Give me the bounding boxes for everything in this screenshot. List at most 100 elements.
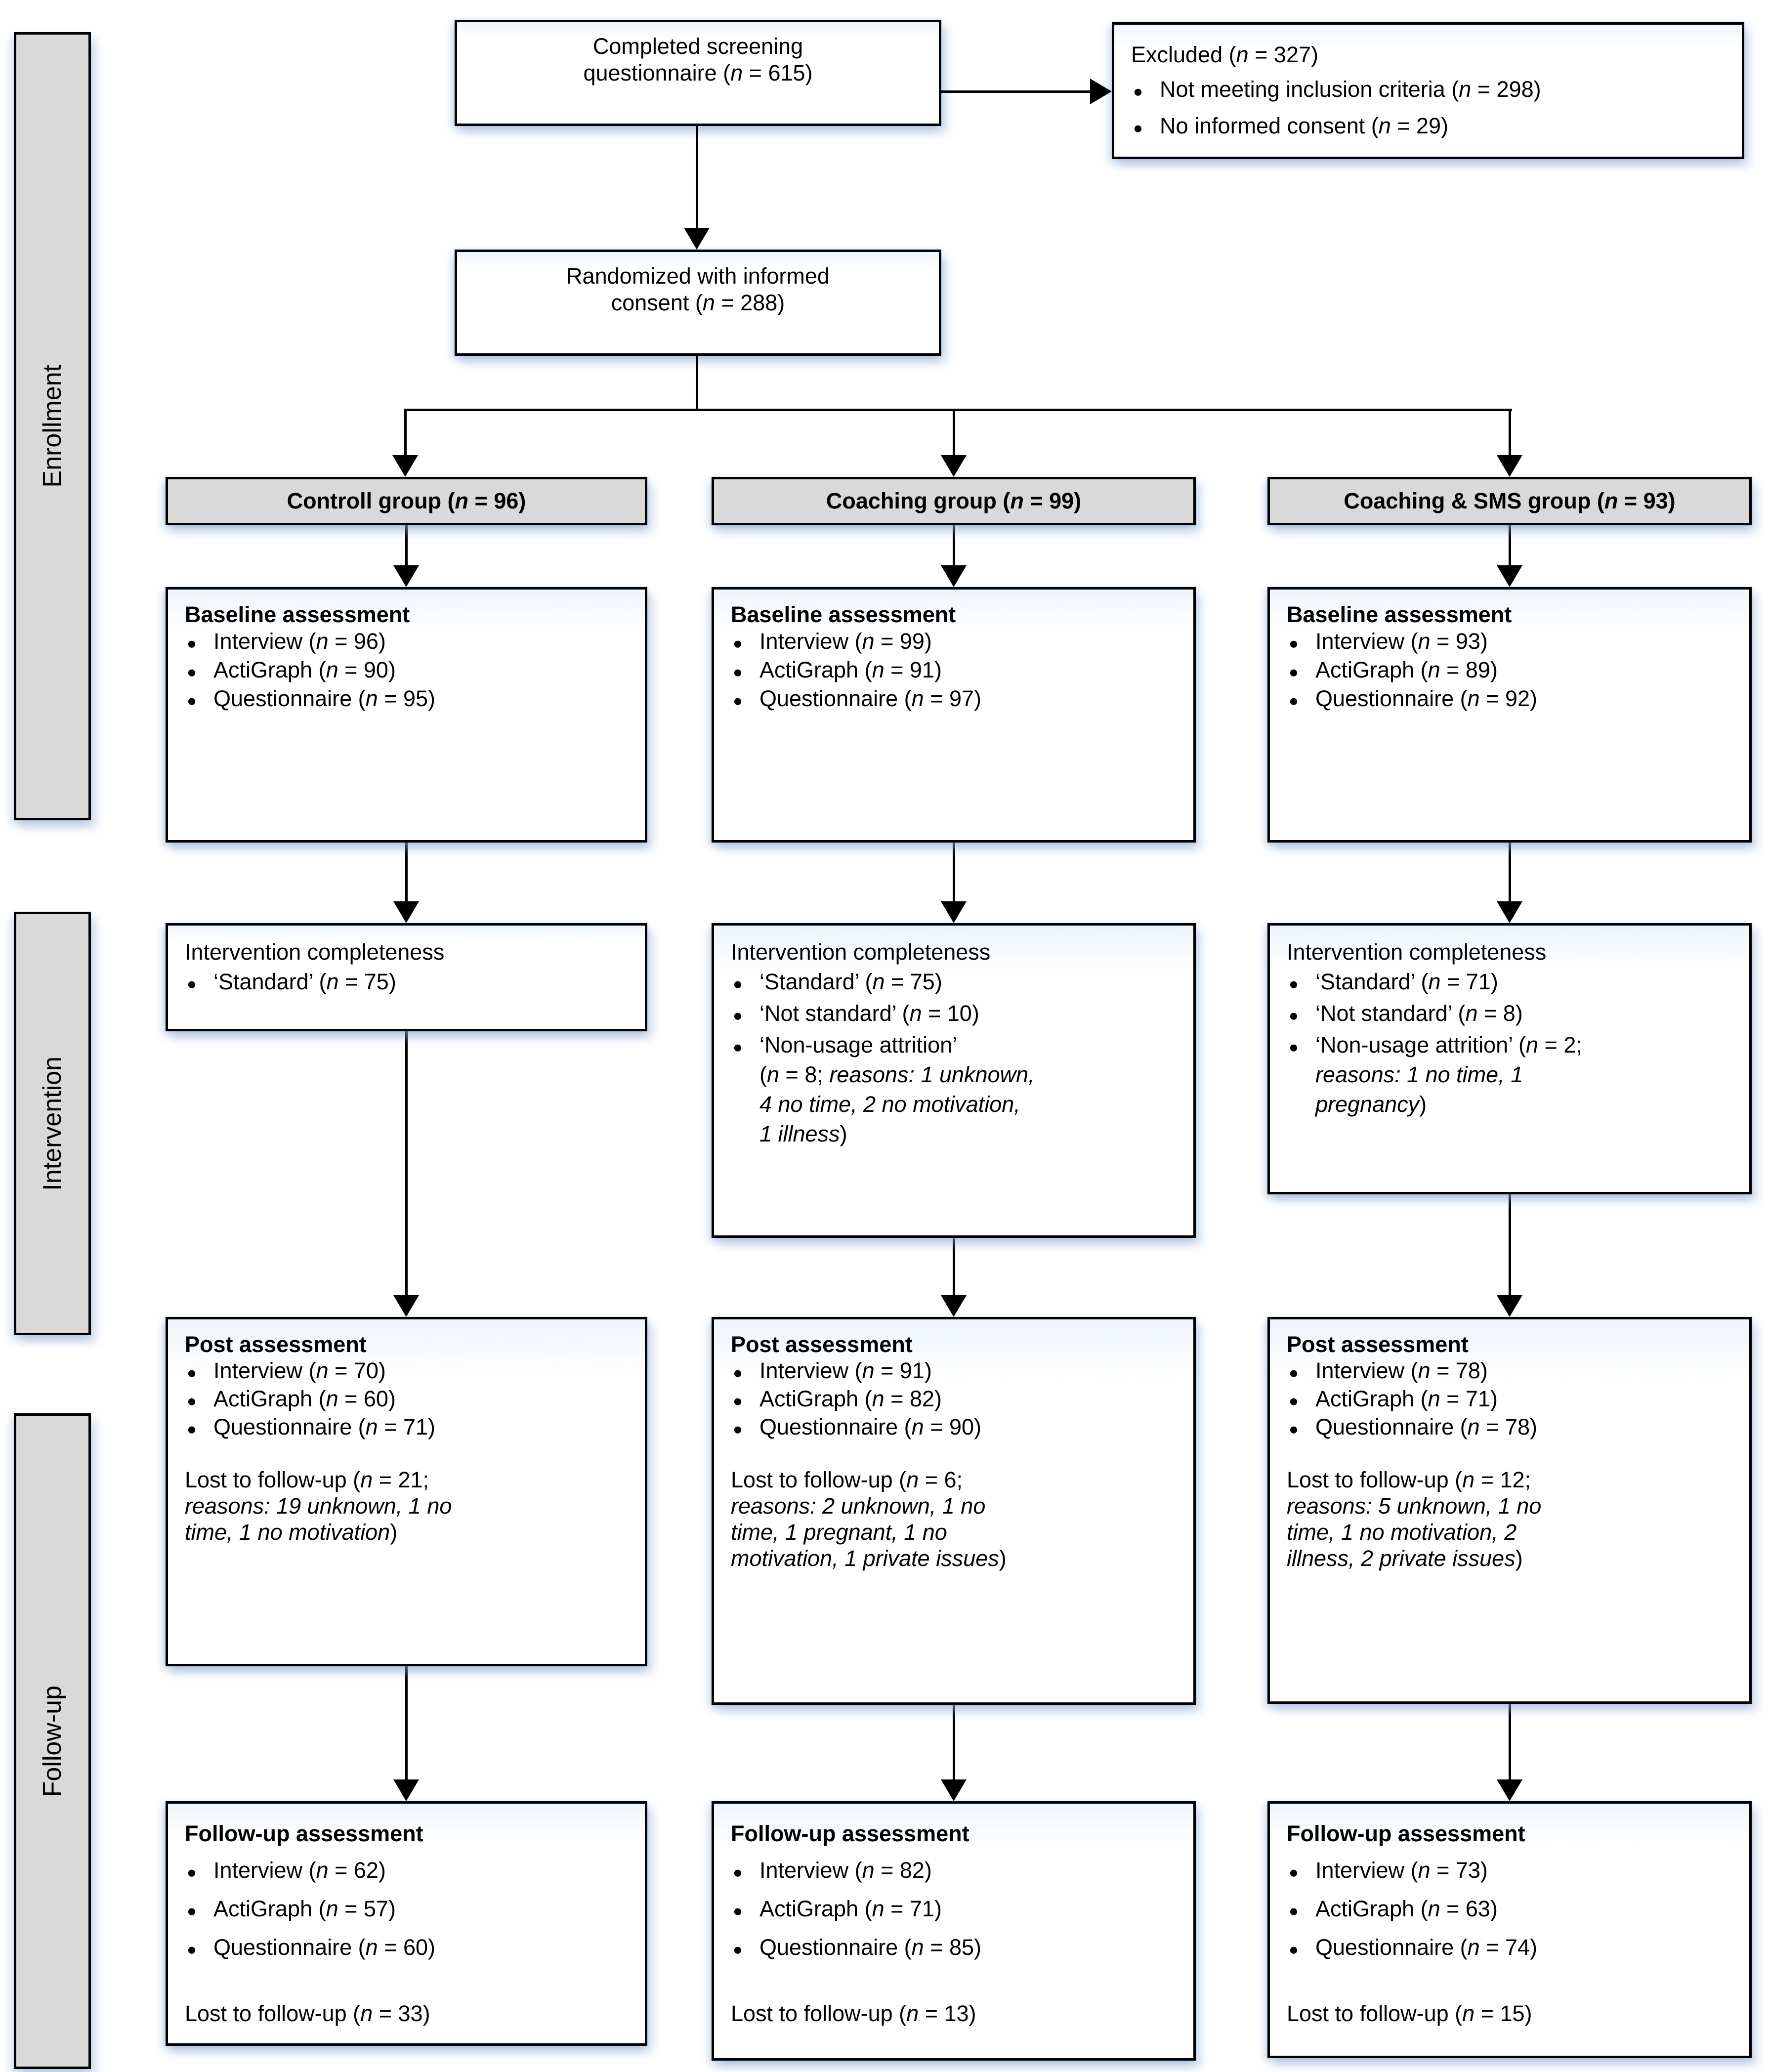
list-item: ‘Non-usage attrition’(n = 8; reasons: 1 … (731, 1030, 1179, 1149)
list-item-text: ‘Not standard’ (n = 8) (1315, 1001, 1523, 1026)
list-item-text: Questionnaire (n = 95) (213, 686, 436, 711)
arrow-intervention-to-post-head (1497, 1295, 1522, 1317)
list-item: Interview (n = 93) (1287, 628, 1734, 657)
lost-to-followup-text: Lost to follow-up (n = 12;reasons: 5 unk… (1287, 1467, 1542, 1571)
list-item: ActiGraph (n = 91) (731, 657, 1179, 685)
line-branch-horizontal (404, 409, 1512, 411)
bullet-icon (731, 999, 759, 1030)
list-item-text: ActiGraph (n = 63) (1315, 1896, 1498, 1921)
list-item: Interview (n = 73) (1287, 1852, 1734, 1891)
list-item: ‘Not standard’ (n = 10) (731, 999, 1179, 1030)
list-item: ActiGraph (n = 71) (1287, 1386, 1734, 1414)
list-item-text: Questionnaire (n = 74) (1315, 1935, 1538, 1960)
excluded-title: Excluded (n = 327) (1131, 42, 1318, 67)
list-item: ActiGraph (n = 90) (185, 657, 630, 685)
bullet-icon (1287, 1357, 1315, 1386)
arrow-branch-control-line (404, 409, 407, 455)
list-item: ‘Standard’ (n = 75) (185, 967, 630, 999)
bullet-icon (731, 628, 759, 657)
bullet-icon (1131, 109, 1160, 145)
bullet-icon (731, 1030, 759, 1062)
bullet-icon (1287, 1414, 1315, 1442)
arrow-header-to-baseline-line (953, 525, 955, 565)
baseline-box-sms: Baseline assessment Interview (n = 93) A… (1267, 587, 1752, 843)
followup-box-control: Follow-up assessment Interview (n = 62) … (166, 1801, 647, 2046)
box-title: Follow-up assessment (1287, 1821, 1525, 1846)
list-item: ActiGraph (n = 82) (731, 1386, 1179, 1414)
arrow-intervention-to-post-head (393, 1295, 419, 1317)
bullet-icon (1287, 1030, 1315, 1062)
list-item: Questionnaire (n = 90) (731, 1414, 1179, 1442)
list-item-text: Interview (n = 70) (213, 1358, 386, 1383)
bullet-icon (731, 657, 759, 685)
bullet-icon (185, 1852, 213, 1891)
list-item: Questionnaire (n = 92) (1287, 685, 1734, 714)
stage-label-intervention-text: Intervention (38, 1056, 67, 1191)
group-header-coaching: Coaching group (n = 99) (712, 477, 1196, 525)
list-item-text: Questionnaire (n = 92) (1315, 686, 1538, 711)
box-title: Follow-up assessment (185, 1821, 423, 1846)
arrow-screening-to-randomized-head (684, 228, 710, 250)
bullet-icon (731, 967, 759, 999)
arrow-header-to-baseline-line (1509, 525, 1511, 565)
list-item-text: Interview (n = 78) (1315, 1358, 1488, 1383)
excluded-box: Excluded (n = 327) Not meeting inclusion… (1112, 22, 1744, 159)
list-item-text: Questionnaire (n = 71) (213, 1414, 436, 1439)
followup-box-sms: Follow-up assessment Interview (n = 73) … (1267, 1801, 1752, 2058)
followup-box-coaching: Follow-up assessment Interview (n = 82) … (712, 1801, 1196, 2061)
list-item-text: Questionnaire (n = 78) (1315, 1414, 1538, 1439)
list-item-text: Interview (n = 93) (1315, 629, 1488, 654)
arrow-branch-sms-head (1497, 455, 1522, 477)
bullet-icon (731, 1929, 759, 1968)
lost-to-followup-text: Lost to follow-up (n = 15) (1287, 2001, 1532, 2026)
arrow-header-to-baseline-head (1497, 565, 1522, 587)
list-item: Questionnaire (n = 78) (1287, 1414, 1734, 1442)
list-item: Interview (n = 82) (731, 1852, 1179, 1891)
bullet-icon (1287, 967, 1315, 999)
box-title: Intervention completeness (185, 939, 445, 965)
box-title: Baseline assessment (1287, 602, 1512, 627)
list-item-text: Not meeting inclusion criteria (n = 298) (1160, 77, 1541, 102)
stage-label-enrollment: Enrollment (14, 32, 91, 820)
list-item-text: ActiGraph (n = 82) (759, 1386, 942, 1411)
arrow-branch-coaching-head (941, 455, 967, 477)
list-item-text: ‘Non-usage attrition’ (n = 2;reasons: 1 … (1315, 1032, 1582, 1117)
list-item-text: ‘Standard’ (n = 75) (759, 969, 942, 994)
list-item: Interview (n = 99) (731, 628, 1179, 657)
bullet-icon (1287, 999, 1315, 1030)
bullet-icon (185, 967, 213, 999)
list-item-text: Questionnaire (n = 90) (759, 1414, 982, 1439)
list-item: Not meeting inclusion criteria (n = 298) (1131, 72, 1727, 109)
list-item: Questionnaire (n = 85) (731, 1929, 1179, 1968)
bullet-icon (185, 657, 213, 685)
stage-label-enrollment-text: Enrollment (38, 365, 67, 488)
line-randomized-stem (696, 356, 698, 410)
arrow-baseline-to-intervention-head (941, 901, 967, 923)
bullet-icon (731, 1891, 759, 1929)
list-item-text: Interview (n = 62) (213, 1858, 386, 1883)
bullet-icon (185, 685, 213, 714)
list-item: Questionnaire (n = 97) (731, 685, 1179, 714)
post-box-coaching: Post assessment Interview (n = 91) ActiG… (712, 1317, 1196, 1705)
bullet-icon (1287, 1852, 1315, 1891)
bullet-icon (1287, 1386, 1315, 1414)
list-item-text: ‘Standard’ (n = 75) (213, 969, 396, 994)
list-item-text: ‘Standard’ (n = 71) (1315, 969, 1498, 994)
arrow-post-to-followup-line (1509, 1704, 1511, 1779)
list-item-text: ActiGraph (n = 90) (213, 657, 396, 682)
list-item: ‘Not standard’ (n = 8) (1287, 999, 1734, 1030)
group-header-sms-label: Coaching & SMS group (n = 93) (1344, 488, 1676, 513)
list-item: ActiGraph (n = 71) (731, 1891, 1179, 1929)
group-header-sms: Coaching & SMS group (n = 93) (1267, 477, 1752, 525)
list-item-text: Questionnaire (n = 60) (213, 1935, 436, 1960)
list-item-text: Interview (n = 96) (213, 629, 386, 654)
list-item: Interview (n = 91) (731, 1357, 1179, 1386)
box-title: Post assessment (1287, 1332, 1469, 1357)
bullet-icon (731, 1414, 759, 1442)
arrow-screening-to-excluded-line (940, 90, 1091, 93)
bullet-icon (731, 1852, 759, 1891)
bullet-icon (185, 1357, 213, 1386)
